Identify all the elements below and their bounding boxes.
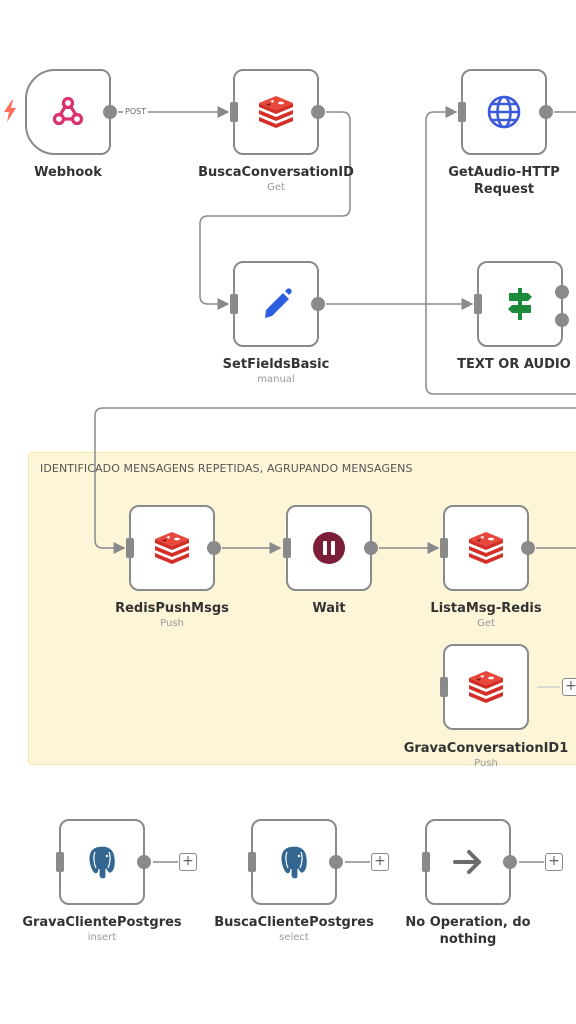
input-port[interactable] [440, 538, 448, 558]
add-node-button[interactable]: + [371, 853, 389, 871]
add-node-button[interactable]: + [179, 853, 197, 871]
postgres-icon [82, 842, 122, 882]
no-op-node[interactable] [422, 819, 517, 905]
node-label: BuscaConversationID [198, 165, 354, 180]
busca-cliente-node[interactable] [248, 819, 343, 905]
redis-icon [466, 528, 506, 568]
sticky-note[interactable]: IDENTIFICADO MENSAGENS REPETIDAS, AGRUPA… [28, 452, 576, 765]
node-label: ListaMsg-Redis [430, 601, 542, 616]
input-port[interactable] [230, 294, 238, 314]
output-port[interactable] [311, 105, 325, 119]
redis-push-node[interactable] [126, 505, 221, 591]
node-label: Wait [312, 601, 346, 616]
pause-icon [309, 528, 349, 568]
sticky-note-text: IDENTIFICADO MENSAGENS REPETIDAS, AGRUPA… [40, 462, 413, 475]
output-port[interactable] [539, 105, 553, 119]
globe-icon [484, 92, 524, 132]
node-label: RedisPushMsgs [115, 601, 229, 616]
wire-into-getaudio [425, 106, 576, 395]
output-port[interactable] [364, 541, 378, 555]
set-fields-node[interactable] [230, 261, 325, 347]
node-subtitle: select [279, 932, 309, 943]
node-label: BuscaClientePostgres [214, 915, 374, 930]
node-subtitle: manual [257, 374, 295, 385]
add-node-button[interactable]: + [545, 853, 563, 871]
input-port[interactable] [440, 677, 448, 697]
arrow-right-icon [448, 842, 488, 882]
input-port[interactable] [230, 102, 238, 122]
node-label: GravaConversationID1 [403, 741, 569, 756]
lista-msg-node[interactable] [440, 505, 535, 591]
post-method-label: POST [123, 107, 149, 116]
webhook-node[interactable] [25, 69, 117, 155]
output-port[interactable] [521, 541, 535, 555]
output-port[interactable] [103, 105, 117, 119]
text-or-audio-node[interactable] [474, 261, 569, 347]
node-label: No Operation, do nothing [405, 915, 531, 947]
wire-busca-setfields [199, 111, 351, 310]
node-label: GetAudio-HTTP Request [448, 165, 560, 197]
output-port-false[interactable] [555, 313, 569, 327]
node-subtitle: Push [160, 618, 184, 629]
wait-node[interactable] [283, 505, 378, 591]
redis-icon [256, 92, 296, 132]
node-subtitle: insert [87, 932, 117, 943]
input-port[interactable] [458, 102, 466, 122]
signpost-icon [500, 284, 540, 324]
output-port-true[interactable] [555, 285, 569, 299]
get-audio-node[interactable] [458, 69, 553, 155]
wire-into-redispush [94, 407, 576, 554]
input-port[interactable] [474, 294, 482, 314]
add-node-button[interactable]: + [562, 678, 576, 696]
output-port[interactable] [311, 297, 325, 311]
trigger-bolt-icon [4, 100, 16, 122]
output-port[interactable] [137, 855, 151, 869]
grava-cliente-node[interactable] [56, 819, 151, 905]
output-port[interactable] [329, 855, 343, 869]
input-port[interactable] [422, 852, 430, 872]
node-label: GravaClientePostgres [22, 915, 182, 930]
input-port[interactable] [56, 852, 64, 872]
output-port[interactable] [207, 541, 221, 555]
busca-conversation-node[interactable] [230, 69, 325, 155]
output-port[interactable] [503, 855, 517, 869]
redis-icon [466, 667, 506, 707]
pen-icon [256, 284, 296, 324]
node-subtitle: Get [267, 182, 285, 193]
input-port[interactable] [126, 538, 134, 558]
node-subtitle: Get [477, 618, 495, 629]
postgres-icon [274, 842, 314, 882]
input-port[interactable] [248, 852, 256, 872]
node-subtitle: Push [474, 758, 498, 769]
redis-icon [152, 528, 192, 568]
grava-conversation-node[interactable] [440, 644, 529, 730]
input-port[interactable] [283, 538, 291, 558]
node-label: Webhook [34, 165, 102, 180]
node-label: SetFieldsBasic [222, 357, 330, 372]
webhook-icon [48, 92, 88, 132]
node-label: TEXT OR AUDIO ? [457, 357, 576, 372]
